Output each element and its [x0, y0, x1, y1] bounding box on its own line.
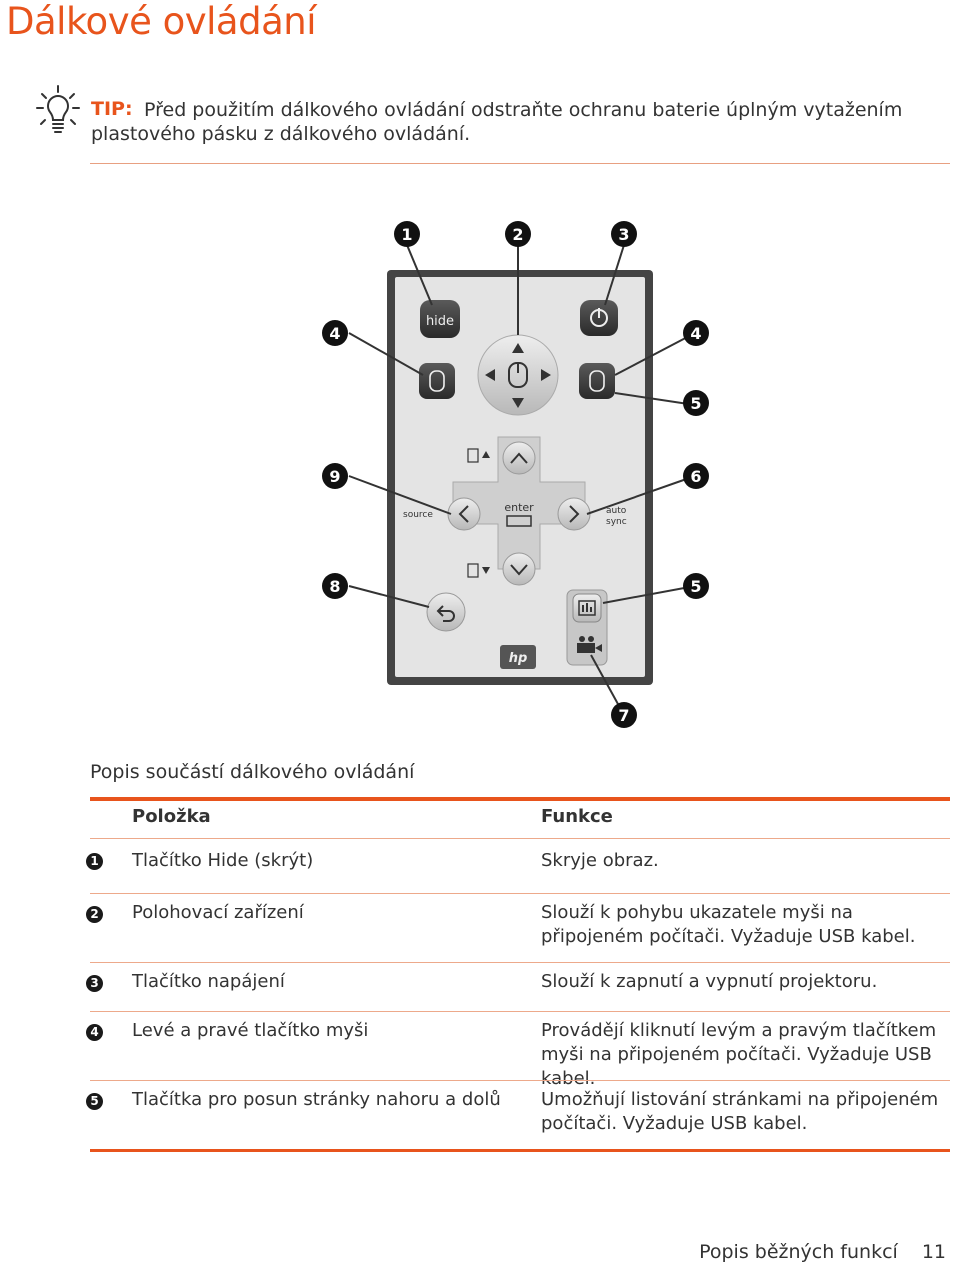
svg-text:9: 9: [329, 467, 340, 486]
row-number: 1: [86, 853, 103, 870]
row-item: Tlačítko napájení: [132, 971, 285, 992]
row-item: Tlačítko Hide (skrýt): [132, 850, 314, 871]
callout-1: 1: [394, 221, 420, 247]
sync-label: sync: [606, 517, 627, 527]
source-label: source: [403, 510, 433, 520]
svg-text:5: 5: [690, 394, 701, 413]
navigation-cross: enter: [447, 436, 591, 586]
row-number: 5: [86, 1093, 103, 1110]
header-function: Funkce: [541, 806, 613, 827]
pointing-device: [477, 334, 559, 416]
row-divider: [90, 838, 950, 839]
page-up-icon: [467, 448, 490, 463]
row-function: Umožňují listování stránkami na připojen…: [541, 1089, 939, 1134]
back-button: [426, 592, 466, 632]
auto-label: auto: [606, 506, 627, 516]
callout-3: 3: [611, 221, 637, 247]
row-item: Polohovací zařízení: [132, 902, 304, 923]
left-mouse-button: [419, 363, 455, 399]
enter-label: enter: [504, 501, 534, 514]
svg-text:4: 4: [690, 324, 701, 343]
hide-button: hide: [420, 300, 460, 338]
callout-9: 9: [322, 463, 348, 489]
right-mouse-button: [579, 363, 615, 399]
hp-logo: hp: [500, 645, 536, 669]
svg-text:6: 6: [690, 467, 701, 486]
row-divider: [90, 962, 950, 963]
callout-5-bottom: 5: [683, 573, 709, 599]
tip-divider: [90, 163, 950, 164]
freeze-button: [566, 589, 608, 666]
callout-7: 7: [611, 702, 637, 728]
svg-text:8: 8: [329, 577, 340, 596]
footer-section: Popis běžných funkcí: [699, 1241, 898, 1263]
svg-text:3: 3: [618, 225, 629, 244]
row-divider: [90, 1011, 950, 1012]
svg-text:1: 1: [401, 225, 412, 244]
table-caption: Popis součástí dálkového ovládání: [90, 761, 415, 783]
table-top-rule: [90, 797, 950, 801]
row-number: 3: [86, 975, 103, 992]
page-down-icon: [467, 563, 490, 578]
lightbulb-icon: [36, 85, 80, 133]
hide-label: hide: [426, 314, 454, 329]
callout-8: 8: [322, 573, 348, 599]
row-divider: [90, 893, 950, 894]
remote-control-figure: hide enter source auto: [322, 221, 709, 728]
callout-6: 6: [683, 463, 709, 489]
callout-2: 2: [505, 221, 531, 247]
row-number: 4: [86, 1024, 103, 1041]
tip-text: Před použitím dálkového ovládání odstraň…: [91, 99, 903, 145]
svg-text:hp: hp: [509, 651, 528, 666]
tip-label: TIP:: [91, 98, 133, 120]
row-item: Tlačítka pro posun stránky nahoru a dolů: [132, 1089, 501, 1110]
callout-5-top: 5: [683, 390, 709, 416]
header-item: Položka: [132, 806, 211, 827]
svg-text:2: 2: [512, 225, 523, 244]
row-function: Slouží k zapnutí a vypnutí projektoru.: [541, 971, 878, 992]
svg-text:5: 5: [690, 577, 701, 596]
svg-text:7: 7: [618, 706, 629, 725]
power-button: [580, 300, 618, 336]
row-function: Slouží k pohybu ukazatele myši na připoj…: [541, 902, 916, 947]
page-number: 11: [921, 1241, 946, 1263]
callouts: 1 2 3 4 4 5 9 6 8 5 7: [322, 221, 709, 728]
row-function: Skryje obraz.: [541, 850, 659, 871]
video-button-icon: [577, 636, 602, 653]
page-title: Dálkové ovládání: [6, 0, 317, 43]
svg-text:4: 4: [329, 324, 340, 343]
callout-4-left: 4: [322, 320, 348, 346]
row-number: 2: [86, 906, 103, 923]
row-function: Provádějí kliknutí levým a pravým tlačít…: [541, 1020, 937, 1089]
page-footer: Popis běžných funkcí 11: [699, 1241, 946, 1263]
row-item: Levé a pravé tlačítko myši: [132, 1020, 369, 1041]
row-divider: [90, 1080, 950, 1081]
table-bottom-rule: [90, 1149, 950, 1152]
callout-4-right: 4: [683, 320, 709, 346]
